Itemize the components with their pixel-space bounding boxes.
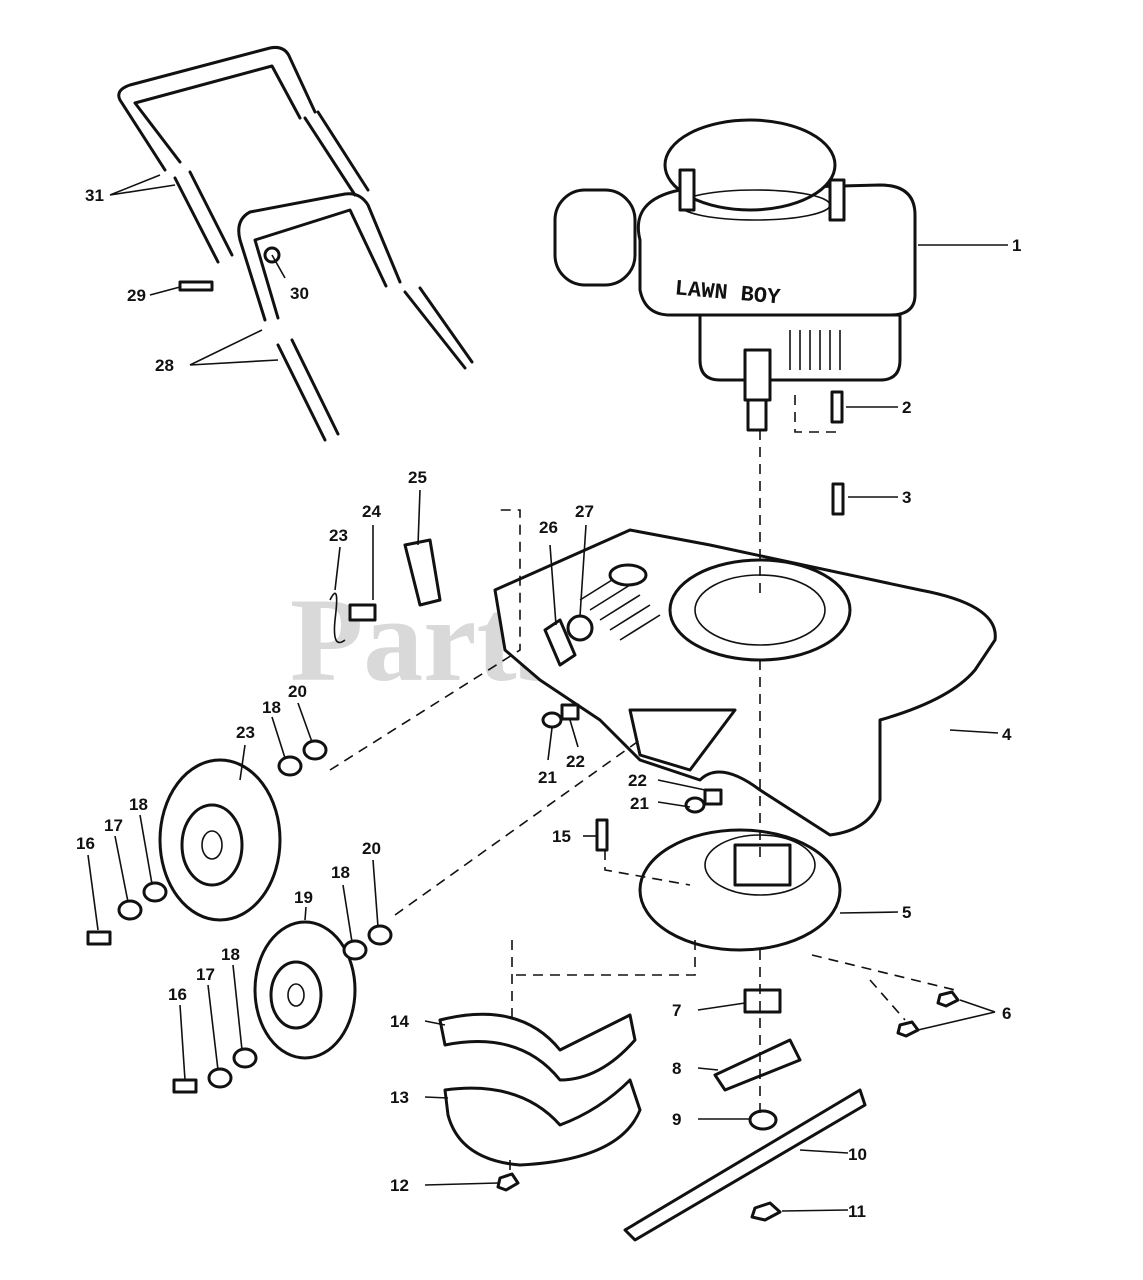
- blade-adapter: [638, 828, 842, 952]
- assembly-lines: [329, 395, 956, 1175]
- callout-28: 28: [155, 356, 174, 375]
- callout-29: 29: [127, 286, 146, 305]
- callout-12: 12: [390, 1176, 409, 1195]
- callout-20-upper: 20: [288, 682, 307, 701]
- lower-parts: [438, 988, 960, 1242]
- callout-27: 27: [575, 502, 594, 521]
- callout-9: 9: [672, 1110, 681, 1129]
- callout-21-lower: 21: [630, 794, 649, 813]
- callout-31: 31: [85, 186, 104, 205]
- callout-18-d: 18: [221, 945, 240, 964]
- callout-4: 4: [1002, 725, 1012, 744]
- callout-6: 6: [1002, 1004, 1011, 1023]
- callout-26: 26: [539, 518, 558, 537]
- callout-18-b: 18: [262, 698, 281, 717]
- callout-3: 3: [902, 488, 911, 507]
- wheels: [158, 758, 357, 1060]
- callout-17-upper: 17: [104, 816, 123, 835]
- callout-7: 7: [672, 1001, 681, 1020]
- callouts: 1 2 3 4 5 6 7 8 9 10 11 12 13 14 15 16 1…: [76, 186, 1021, 1221]
- deck-housing: [493, 528, 997, 837]
- callout-22-upper: 22: [566, 752, 585, 771]
- leader-lines: [87, 174, 1008, 1212]
- callout-5: 5: [902, 903, 911, 922]
- callout-16-upper: 16: [76, 834, 95, 853]
- callout-17-lower: 17: [196, 965, 215, 984]
- callout-21-upper: 21: [538, 768, 557, 787]
- callout-11: 11: [848, 1202, 866, 1221]
- callout-23-upper: 23: [329, 526, 348, 545]
- callout-18-a: 18: [129, 795, 148, 814]
- callout-1: 1: [1012, 236, 1021, 255]
- callout-25: 25: [408, 468, 427, 487]
- callout-15: 15: [552, 827, 571, 846]
- callout-8: 8: [672, 1059, 681, 1078]
- handle-assembly: [117, 46, 474, 442]
- callout-20-lower: 20: [362, 839, 381, 858]
- callout-18-c: 18: [331, 863, 350, 882]
- callout-13: 13: [390, 1088, 409, 1107]
- callout-22-lower: 22: [628, 771, 647, 790]
- washers-and-bolts: [86, 390, 845, 1094]
- callout-10: 10: [848, 1145, 867, 1164]
- callout-2: 2: [902, 398, 911, 417]
- bracket-parts: [329, 538, 594, 667]
- callout-30: 30: [290, 284, 309, 303]
- callout-16-lower: 16: [168, 985, 187, 1004]
- callout-19: 19: [294, 888, 313, 907]
- engine: LAWN BOY: [553, 118, 917, 432]
- callout-24: 24: [362, 502, 381, 521]
- callout-14: 14: [390, 1012, 409, 1031]
- callout-23-wheel: 23: [236, 723, 255, 742]
